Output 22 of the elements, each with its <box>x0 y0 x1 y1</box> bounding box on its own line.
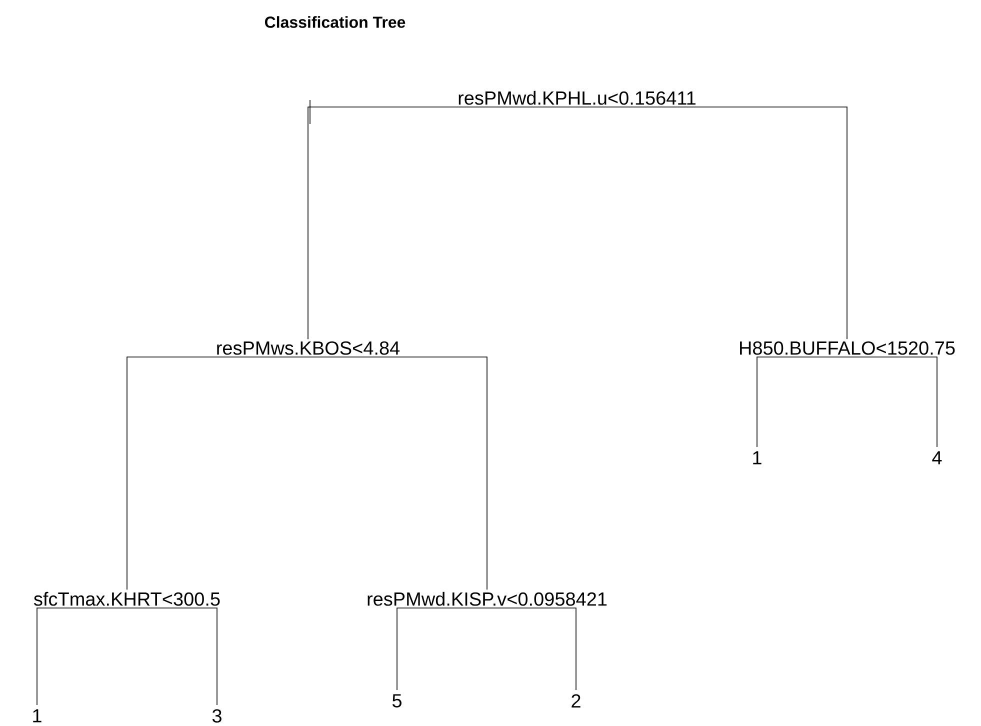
leaf-label: 1 <box>33 709 42 722</box>
tree-branch <box>36 608 128 706</box>
split-label: resPMwd.KISP.v<0.0958421 <box>368 592 607 606</box>
tree-branch <box>126 356 308 590</box>
split-label: resPMws.KBOS<4.84 <box>217 341 400 355</box>
leaf-label: 3 <box>212 709 222 723</box>
split-label: H850.BUFFALO<1520.75 <box>740 341 955 355</box>
chart-title: Classification Tree <box>264 16 406 28</box>
split-label: resPMwd.KPHL.u<0.156411 <box>458 90 696 105</box>
split-label: sfcTmax.KHRT<300.5 <box>34 592 220 606</box>
leaf-label: 2 <box>572 694 580 708</box>
leaf-label: 4 <box>932 451 942 464</box>
tree-branch <box>308 106 578 340</box>
tree-branch <box>756 356 848 448</box>
tree-branch <box>396 608 488 690</box>
tree-branch <box>846 356 938 448</box>
tree-branch <box>126 608 218 706</box>
leaf-label: 1 <box>753 451 762 464</box>
tree-branch <box>486 608 576 690</box>
tree-branch <box>576 106 848 340</box>
tree-branch <box>308 356 488 590</box>
leaf-label: 5 <box>392 694 402 708</box>
